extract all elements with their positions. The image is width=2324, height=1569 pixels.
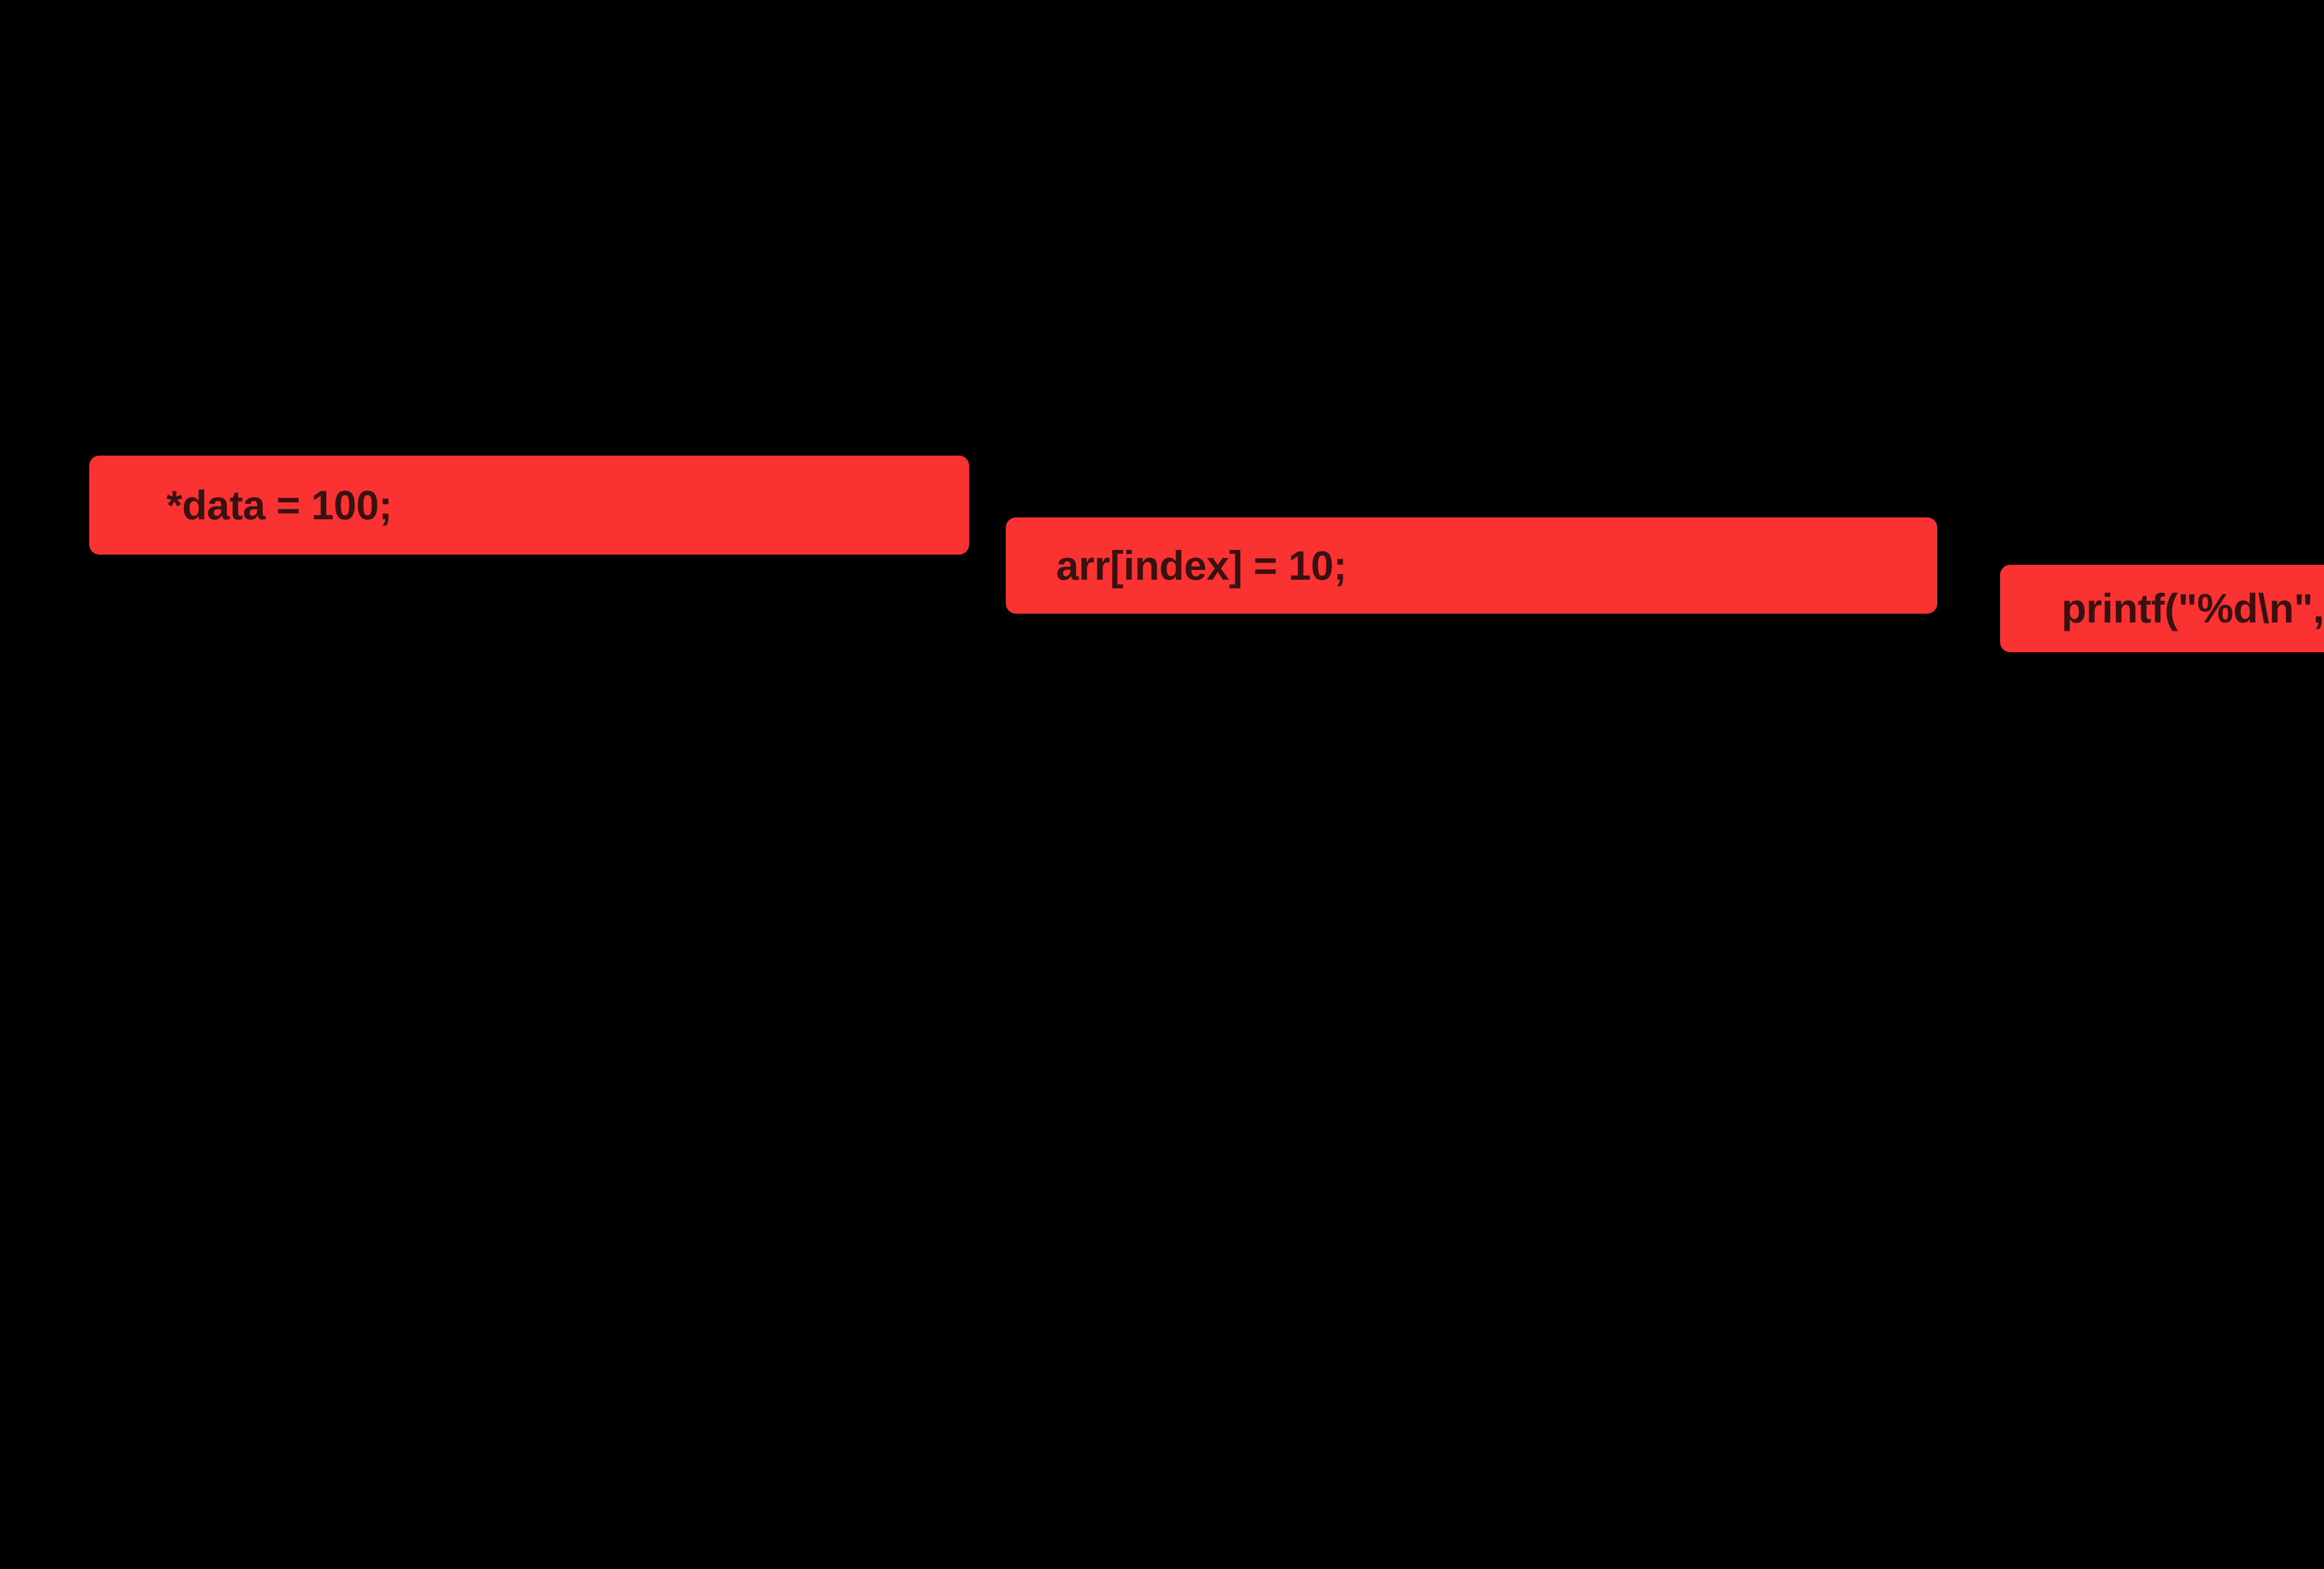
code-highlight-text: *data = 100;	[166, 482, 392, 528]
code-highlight-label[interactable]: *data = 100;	[89, 456, 969, 555]
code-highlight-label[interactable]: arr[index] = 10;	[1006, 517, 1937, 614]
code-highlight-label[interactable]: printf("%d\n", *ptr);	[2000, 565, 2324, 652]
code-highlight-text: arr[index] = 10;	[1056, 542, 1347, 589]
code-highlight-text: printf("%d\n", *ptr);	[2061, 585, 2324, 631]
